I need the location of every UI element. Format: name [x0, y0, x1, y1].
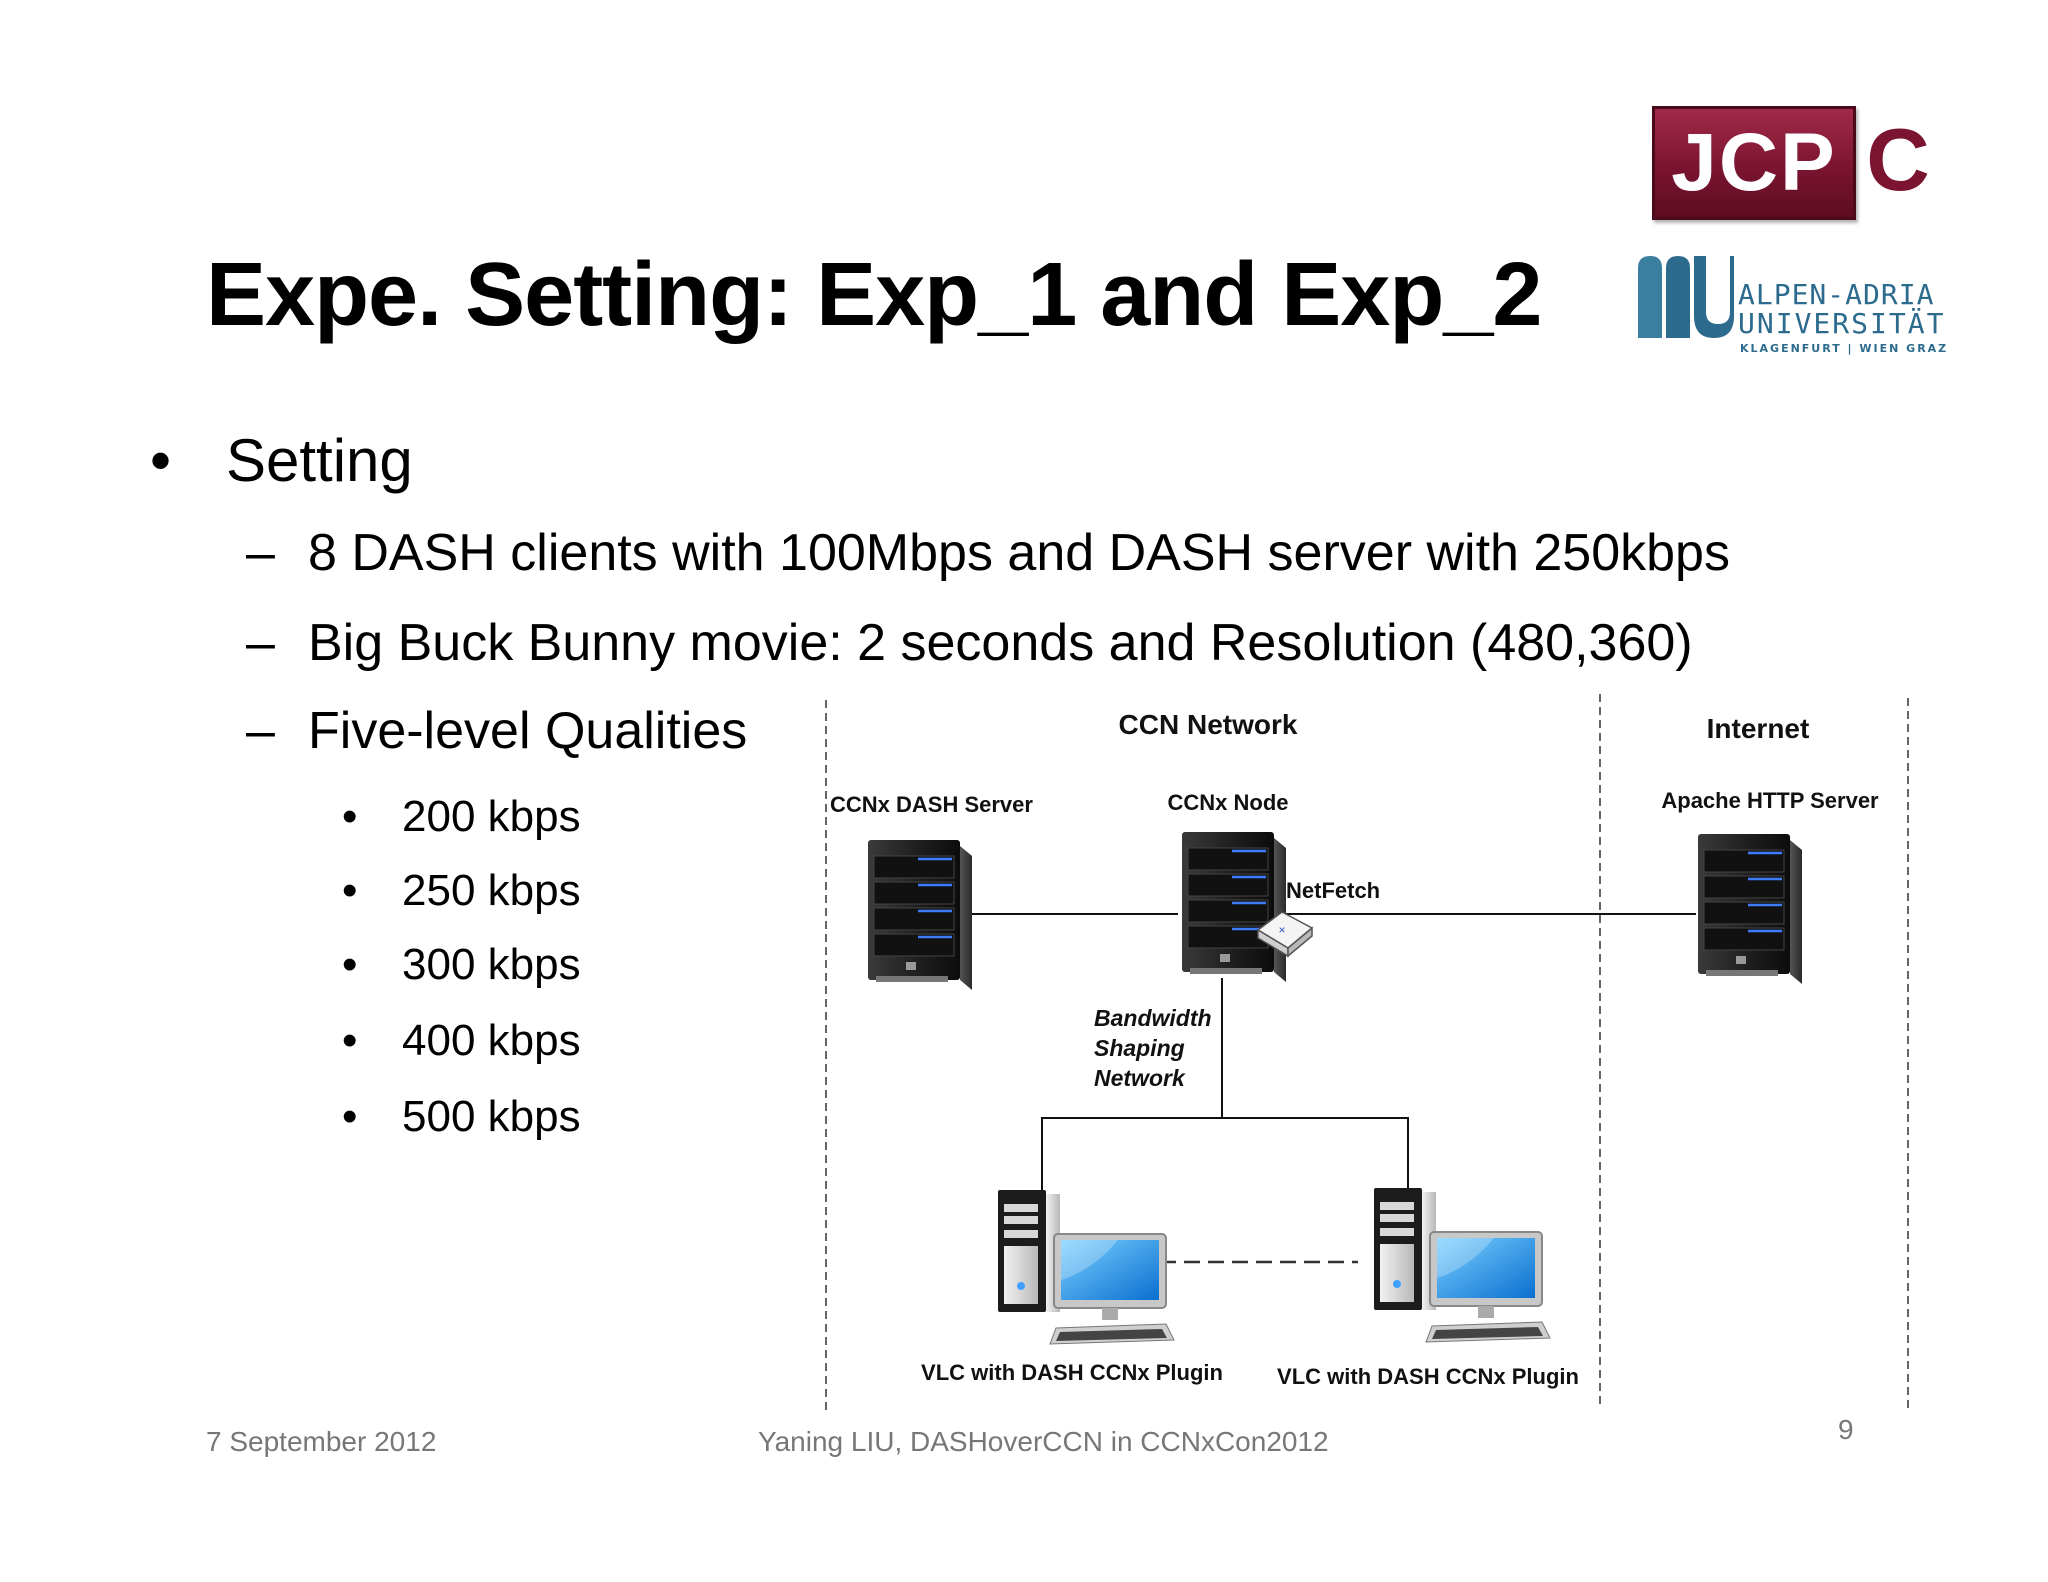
network-diagram: CCN Network Internet CCNx DASH Server CC… — [825, 694, 1909, 1412]
quality-text: 500 kbps — [402, 1092, 581, 1141]
shaping-label-line2: Shaping — [1094, 1035, 1185, 1061]
http-server-icon — [1696, 832, 1804, 986]
university-logo: ALPEN-ADRIA UNIVERSITÄT KLAGENFURT | WIE… — [1636, 254, 1956, 358]
quality-marker: • — [342, 940, 358, 989]
jcp-logo: JCP C — [1652, 106, 1936, 220]
quality-marker: • — [342, 1092, 358, 1141]
jcp-logo-box: JCP — [1652, 106, 1856, 220]
quality-marker: • — [342, 792, 358, 841]
quality-marker: • — [342, 1016, 358, 1065]
slide-title: Expe. Setting: Exp_1 and Exp_2 — [206, 245, 1542, 345]
zone-label-internet: Internet — [1707, 713, 1810, 744]
subbullet-text: Five-level Qualities — [308, 702, 748, 760]
quality-item: • 300 kbps — [342, 938, 581, 992]
university-name-line1: ALPEN-ADRIA — [1738, 278, 1935, 311]
bullet-text: Setting — [226, 427, 413, 494]
subbullet-marker: – — [246, 524, 275, 582]
subbullet-text: Big Buck Bunny movie: 2 seconds and Reso… — [308, 614, 1693, 672]
university-name-line2: UNIVERSITÄT — [1738, 307, 1946, 340]
quality-marker: • — [342, 866, 358, 915]
subbullet-text: 8 DASH clients with 100Mbps and DASH ser… — [308, 524, 1730, 582]
university-logo-mark — [1638, 256, 1734, 338]
dash-server-label: CCNx DASH Server — [830, 792, 1033, 817]
subbullet-marker: – — [246, 614, 275, 672]
quality-item: • 400 kbps — [342, 1014, 581, 1068]
quality-text: 400 kbps — [402, 1016, 581, 1065]
subbullet-qualities: –Five-level Qualities — [246, 700, 747, 762]
ccnx-node-icon — [1180, 830, 1288, 984]
netfetch-module-icon: × — [1256, 911, 1314, 958]
quality-text: 300 kbps — [402, 940, 581, 989]
quality-item: • 250 kbps — [342, 864, 581, 918]
footer-author: Yaning LIU, DASHoverCCN in CCNxCon2012 — [758, 1426, 1329, 1457]
bullet-marker: • — [150, 427, 172, 494]
client-right-label: VLC with DASH CCNx Plugin — [1277, 1364, 1579, 1389]
quality-text: 200 kbps — [402, 792, 581, 841]
http-server-label: Apache HTTP Server — [1661, 788, 1879, 813]
subbullet-marker: – — [246, 702, 275, 760]
dash-server-icon — [866, 838, 974, 992]
netfetch-label: NetFetch — [1286, 878, 1380, 903]
client-left-icon — [997, 1189, 1175, 1345]
footer-date: 7 September 2012 — [206, 1426, 437, 1457]
svg-text:×: × — [1278, 923, 1285, 937]
quality-item: • 200 kbps — [342, 790, 581, 844]
shaping-label-line1: Bandwidth — [1094, 1005, 1212, 1031]
page-number: 9 — [1838, 1414, 1854, 1445]
shaping-label-line3: Network — [1094, 1065, 1186, 1091]
client-right-icon — [1373, 1187, 1551, 1343]
quality-text: 250 kbps — [402, 866, 581, 915]
subbullet-clients: –8 DASH clients with 100Mbps and DASH se… — [246, 522, 1730, 584]
ccnx-node-label: CCNx Node — [1167, 790, 1288, 815]
subbullet-movie: –Big Buck Bunny movie: 2 seconds and Res… — [246, 612, 1693, 674]
bullet-setting: • Setting — [150, 426, 413, 496]
quality-item: • 500 kbps — [342, 1090, 581, 1144]
university-locations: KLAGENFURT | WIEN GRAZ — [1740, 342, 1949, 355]
jcp-logo-c: C — [1866, 110, 1930, 209]
zone-label-ccn: CCN Network — [1119, 709, 1298, 740]
client-left-label: VLC with DASH CCNx Plugin — [921, 1360, 1223, 1385]
